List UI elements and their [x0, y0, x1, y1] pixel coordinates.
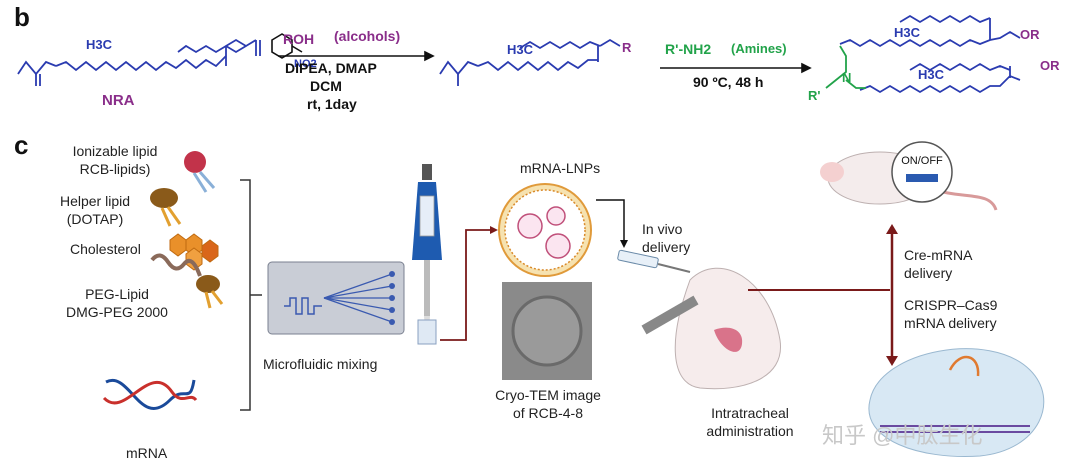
product-n: N	[842, 70, 852, 85]
step2-reagent: R'-NH2	[665, 41, 712, 57]
product-structure	[839, 14, 1021, 94]
flow-arrow-1	[440, 229, 490, 341]
product-amine-r: R'	[808, 88, 821, 103]
mouse-intratracheal-icon	[641, 267, 781, 390]
cholesterol-label: Cholesterol	[70, 241, 141, 257]
amine-core	[825, 45, 866, 89]
nra-label: NRA	[102, 92, 135, 109]
product-or-bottom: OR	[1040, 58, 1060, 73]
intermediate-h3c: H3C	[507, 42, 534, 57]
mrna-lnp-icon	[498, 183, 592, 277]
product-h3c-bottom: H3C	[918, 67, 945, 82]
intratracheal-label: Intratracheal administration	[706, 405, 794, 439]
watermark: 知乎 @中肽生化	[822, 423, 983, 448]
product-or-top: OR	[1020, 27, 1040, 42]
product-h3c-top: H3C	[894, 25, 921, 40]
mouse-reporter-icon	[820, 141, 998, 211]
microfluidic-chip	[267, 261, 405, 335]
panel-c-graphics: ON/OFF	[102, 141, 1045, 457]
crispr-cell-icon	[868, 348, 1045, 457]
peg-lipid-label: PEG-Lipid DMG-PEG 2000	[66, 286, 168, 320]
ionizable-lipid-icon	[184, 151, 216, 193]
reaction-arrows	[278, 50, 812, 74]
nra-structure	[17, 38, 261, 86]
step1-line3: rt, 1day	[307, 96, 357, 112]
ionizable-lipid-label: Ionizable lipid RCB-lipids)	[72, 143, 158, 177]
step2-conditions: 90 ºC, 48 h	[693, 74, 764, 90]
intermediate-r: R	[622, 40, 632, 55]
helper-lipid-label: Helper lipid (DOTAP)	[59, 193, 131, 227]
nra-h3c: H3C	[86, 37, 113, 52]
crispr-label: CRISPR–Cas9 mRNA delivery	[904, 297, 998, 331]
intermediate-structure	[439, 38, 621, 86]
step1-line2: DCM	[310, 78, 342, 94]
cholesterol-icon	[169, 233, 219, 271]
peg-lipid-icon	[150, 253, 224, 309]
step1-reagent: ROH	[283, 31, 315, 47]
cryo-tem-image	[502, 282, 592, 380]
panel-b-structures	[17, 14, 1021, 94]
pipette-icon	[412, 164, 442, 345]
step2-reagent-note: (Amines)	[731, 41, 787, 56]
step1-reagent-note: (alcohols)	[334, 28, 401, 44]
syringe-icon	[617, 249, 691, 273]
onoff-label: ON/OFF	[901, 155, 943, 167]
cre-mrna-label: Cre-mRNA delivery	[904, 247, 973, 281]
component-bracket	[240, 179, 251, 411]
nra-no2: NO2	[294, 58, 317, 70]
helper-lipid-icon	[150, 188, 182, 227]
mrna-label: mRNA	[126, 445, 168, 461]
mrna-icon	[102, 378, 198, 410]
cryo-tem-label: Cryo-TEM image of RCB-4-8	[495, 387, 601, 421]
invivo-arrow	[596, 199, 625, 240]
microfluidic-label: Microfluidic mixing	[263, 356, 378, 372]
panel-c-letter: c	[14, 130, 29, 160]
invivo-label: In vivo delivery	[642, 221, 691, 255]
nitrophenyl-ring	[271, 33, 303, 59]
panel-b-letter: b	[14, 2, 30, 32]
step1-line1: DIPEA, DMAP	[285, 60, 377, 76]
lnp-label: mRNA-LNPs	[520, 160, 601, 176]
